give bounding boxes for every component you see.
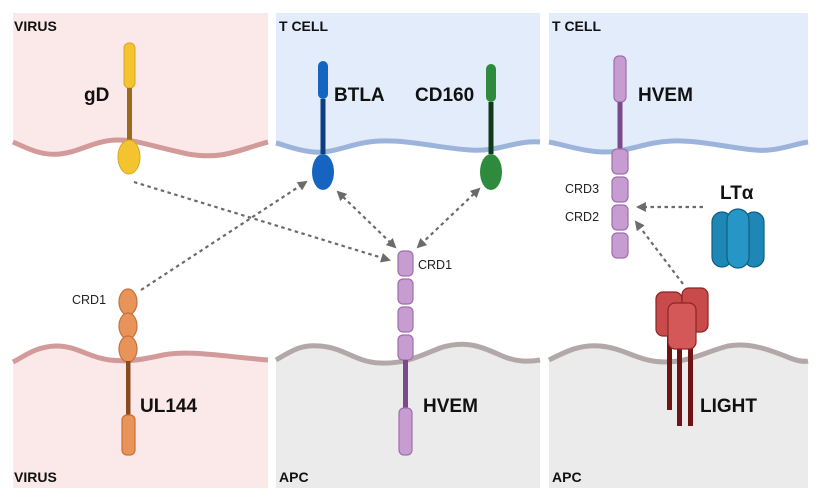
hvem-tcell-protein — [611, 55, 629, 259]
light-protein — [655, 287, 709, 426]
virus-top-membrane — [12, 137, 269, 159]
ul144-label: UL144 — [140, 396, 197, 417]
virus-top-region — [13, 13, 268, 156]
panel-right-top-label: T CELL — [552, 18, 601, 34]
gd-label: gD — [84, 85, 109, 106]
cd160-protein — [480, 64, 502, 190]
panel-left-top-label: VIRUS — [14, 18, 57, 34]
hvem-tcell-label: HVEM — [638, 85, 693, 106]
virus-bottom-region — [13, 345, 268, 488]
ul144-crd1-label: CRD1 — [72, 293, 106, 307]
light-label: LIGHT — [700, 396, 757, 417]
lt-alpha-label: LTα — [720, 183, 754, 204]
gd-protein — [117, 42, 141, 175]
panel-middle-top-label: T CELL — [279, 18, 328, 34]
btla-label: BTLA — [334, 85, 385, 106]
apc-membrane-right — [547, 342, 809, 365]
btla-protein — [312, 61, 334, 190]
panel-left-bottom-label: VIRUS — [14, 469, 57, 485]
interaction-arrows — [133, 180, 703, 291]
arrow-cd160-hvem — [416, 187, 481, 249]
arrow-ul144-to-btla — [140, 180, 308, 291]
virus-bottom-membrane — [11, 343, 269, 365]
hvem-crd3-label: CRD3 — [565, 182, 599, 196]
arrow-gd-to-hvem — [133, 180, 391, 263]
cd160-label: CD160 — [415, 85, 474, 106]
hvem-crd2-label: CRD2 — [565, 210, 599, 224]
arrow-light-to-hvem — [634, 220, 684, 285]
arrow-btla-hvem — [336, 190, 397, 249]
panel-virus — [11, 13, 269, 488]
panel-right-bottom-label: APC — [552, 469, 582, 485]
tcell-membrane-right — [548, 138, 809, 155]
hvem-apc-label: HVEM — [423, 396, 478, 417]
tcell-region-right — [549, 13, 808, 152]
lt-alpha-protein — [711, 208, 765, 269]
panel-middle-bottom-label: APC — [279, 469, 309, 485]
ul144-protein — [118, 288, 138, 456]
hvem-crd1-label: CRD1 — [418, 258, 452, 272]
tcell-region — [276, 13, 540, 153]
hvem-apc-protein — [397, 250, 414, 456]
